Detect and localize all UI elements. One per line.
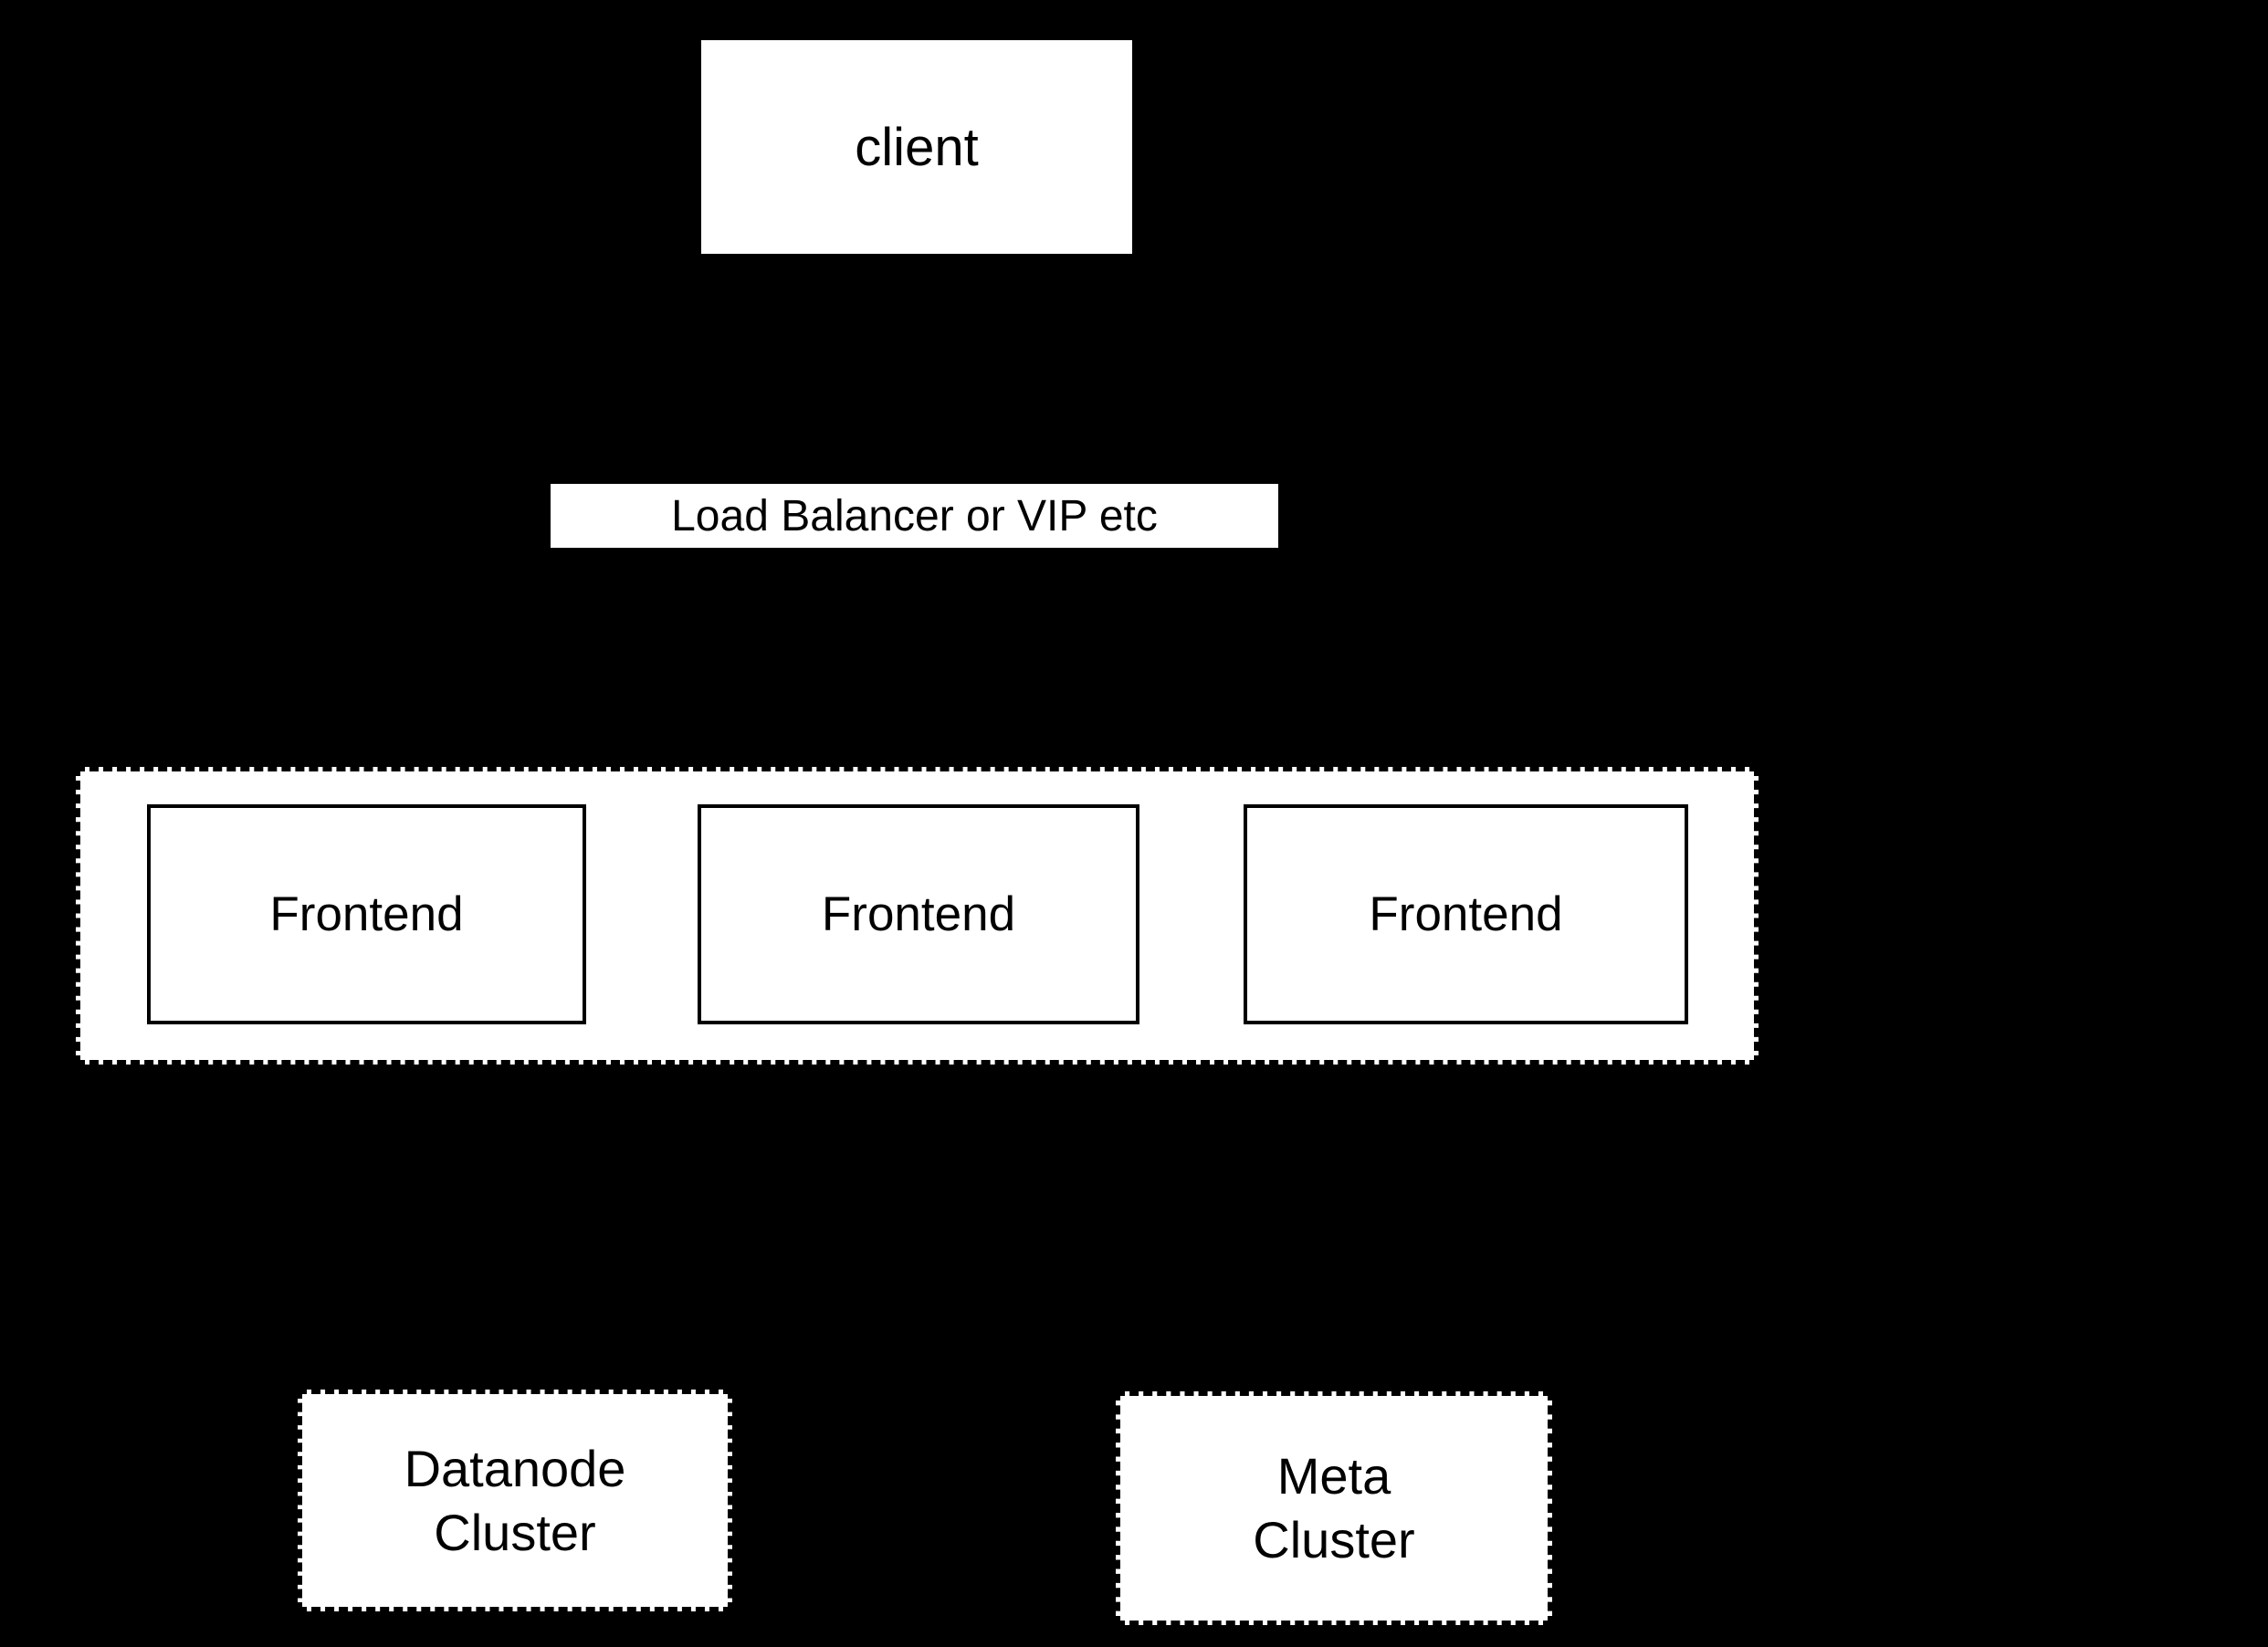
datanode-cluster-node: Datanode Cluster xyxy=(298,1390,732,1611)
load-balancer-label: Load Balancer or VIP etc xyxy=(671,491,1158,540)
frontend-label-3: Frontend xyxy=(1369,887,1563,941)
load-balancer-node: Load Balancer or VIP etc xyxy=(551,484,1278,548)
frontend-node-2: Frontend xyxy=(698,804,1139,1024)
meta-cluster-node: Meta Cluster xyxy=(1116,1391,1552,1625)
datanode-cluster-label: Datanode Cluster xyxy=(404,1439,626,1561)
frontend-label-1: Frontend xyxy=(269,887,464,941)
client-label: client xyxy=(855,117,979,177)
frontend-node-3: Frontend xyxy=(1244,804,1688,1024)
client-node: client xyxy=(701,40,1132,254)
frontend-label-2: Frontend xyxy=(821,887,1016,941)
meta-cluster-label: Meta Cluster xyxy=(1253,1447,1415,1568)
frontend-node-1: Frontend xyxy=(147,804,586,1024)
